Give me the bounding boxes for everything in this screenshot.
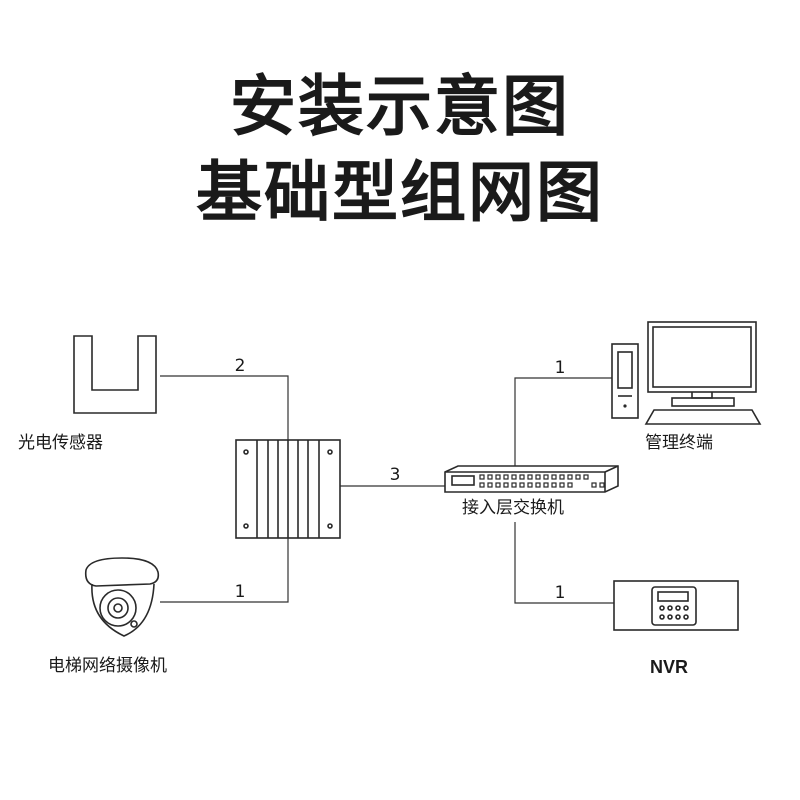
wireless-bridge-box-icon (235, 439, 341, 539)
title-line-1: 安装示意图 (230, 68, 570, 145)
photoelectric-sensor-icon (73, 335, 157, 414)
nvr-label: NVR (650, 657, 688, 677)
switch-label: 接入层交换机 (462, 498, 564, 518)
dome-camera-icon (84, 557, 160, 637)
desktop-computer-icon (611, 321, 762, 425)
link-label-sensor-bridge: 2 (235, 356, 246, 376)
link-label-switch-nvr: 1 (555, 583, 566, 603)
link-camera-bridge (160, 538, 289, 603)
camera-label: 电梯网络摄像机 (48, 656, 167, 676)
title-line-2: 基础型组网图 (196, 154, 604, 231)
link-sensor-bridge (160, 375, 289, 440)
link-switch-nvr (514, 522, 614, 604)
link-label-switch-terminal: 1 (555, 358, 566, 378)
link-label-bridge-switch: 3 (390, 465, 401, 485)
link-label-camera-bridge: 1 (235, 582, 246, 602)
network-switch-icon (444, 465, 619, 493)
nvr-recorder-icon (613, 580, 739, 631)
sensor-label: 光电传感器 (18, 433, 103, 453)
link-switch-terminal (514, 377, 612, 466)
terminal-label: 管理终端 (645, 433, 713, 453)
